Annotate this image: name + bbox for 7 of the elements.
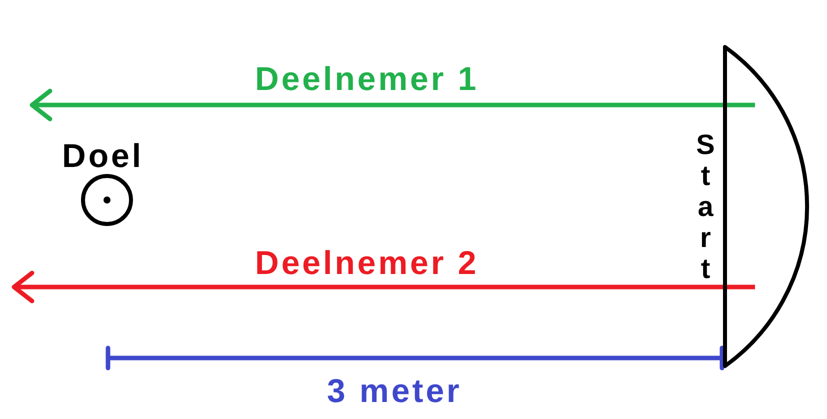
arrow <box>30 88 755 122</box>
node-label: Doel <box>62 139 144 172</box>
node-label: Start <box>691 129 719 284</box>
arrow <box>12 270 755 304</box>
edge-label: Deelnemer 1 <box>255 62 479 95</box>
dimension-label: 3 meter <box>327 374 462 407</box>
edge-label: Deelnemer 2 <box>255 246 479 279</box>
